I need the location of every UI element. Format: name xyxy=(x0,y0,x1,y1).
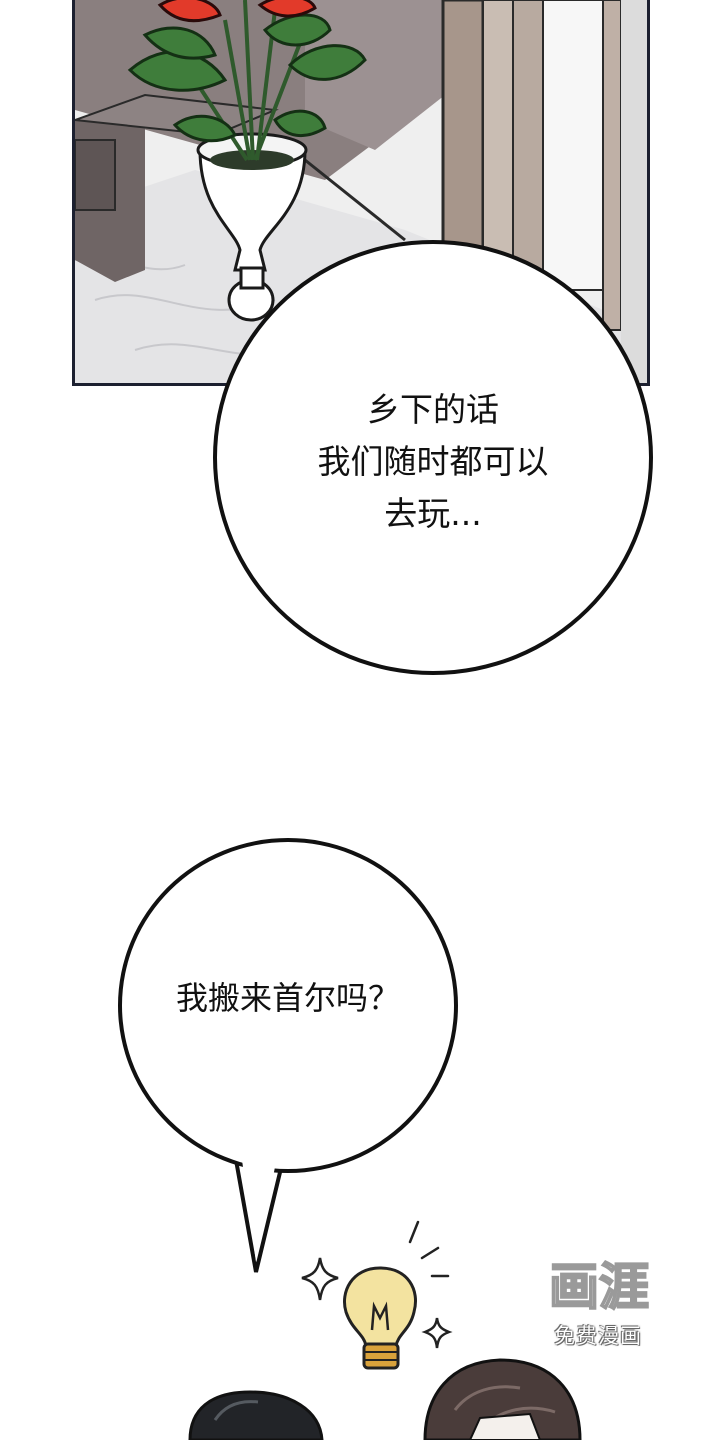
watermark-logo: 画涯 xyxy=(548,1257,650,1316)
lightbulb-icon xyxy=(343,1266,417,1370)
dialogue-line: 乡下的话 xyxy=(367,389,499,429)
watermark-logo-text: 画涯 xyxy=(549,1258,649,1316)
dialogue-line: 我们随时都可以 xyxy=(317,441,549,481)
speech-bubble-2: 我搬来首尔吗？ xyxy=(118,838,458,1173)
speech-bubble-1: 乡下的话 我们随时都可以 去玩... xyxy=(213,240,653,675)
dialogue-line: 去玩... xyxy=(384,493,482,533)
watermark: 画涯 免费漫画 xyxy=(536,1256,660,1356)
dialogue-line: 我搬来首尔吗？ xyxy=(175,978,400,1017)
character-left-hair xyxy=(188,1390,324,1440)
speech-bubble-2-text: 我搬来首尔吗？ xyxy=(176,972,400,1024)
hallway-scene-illustration xyxy=(75,0,647,383)
watermark-caption: 免费漫画 xyxy=(554,1324,642,1348)
comic-panel-top xyxy=(72,0,650,386)
sparkle-icon xyxy=(301,1257,339,1301)
sparkle-icon xyxy=(421,1317,453,1349)
character-right-hair xyxy=(423,1358,582,1440)
speech-bubble-1-text: 乡下的话 我们随时都可以 去玩... xyxy=(318,384,549,540)
